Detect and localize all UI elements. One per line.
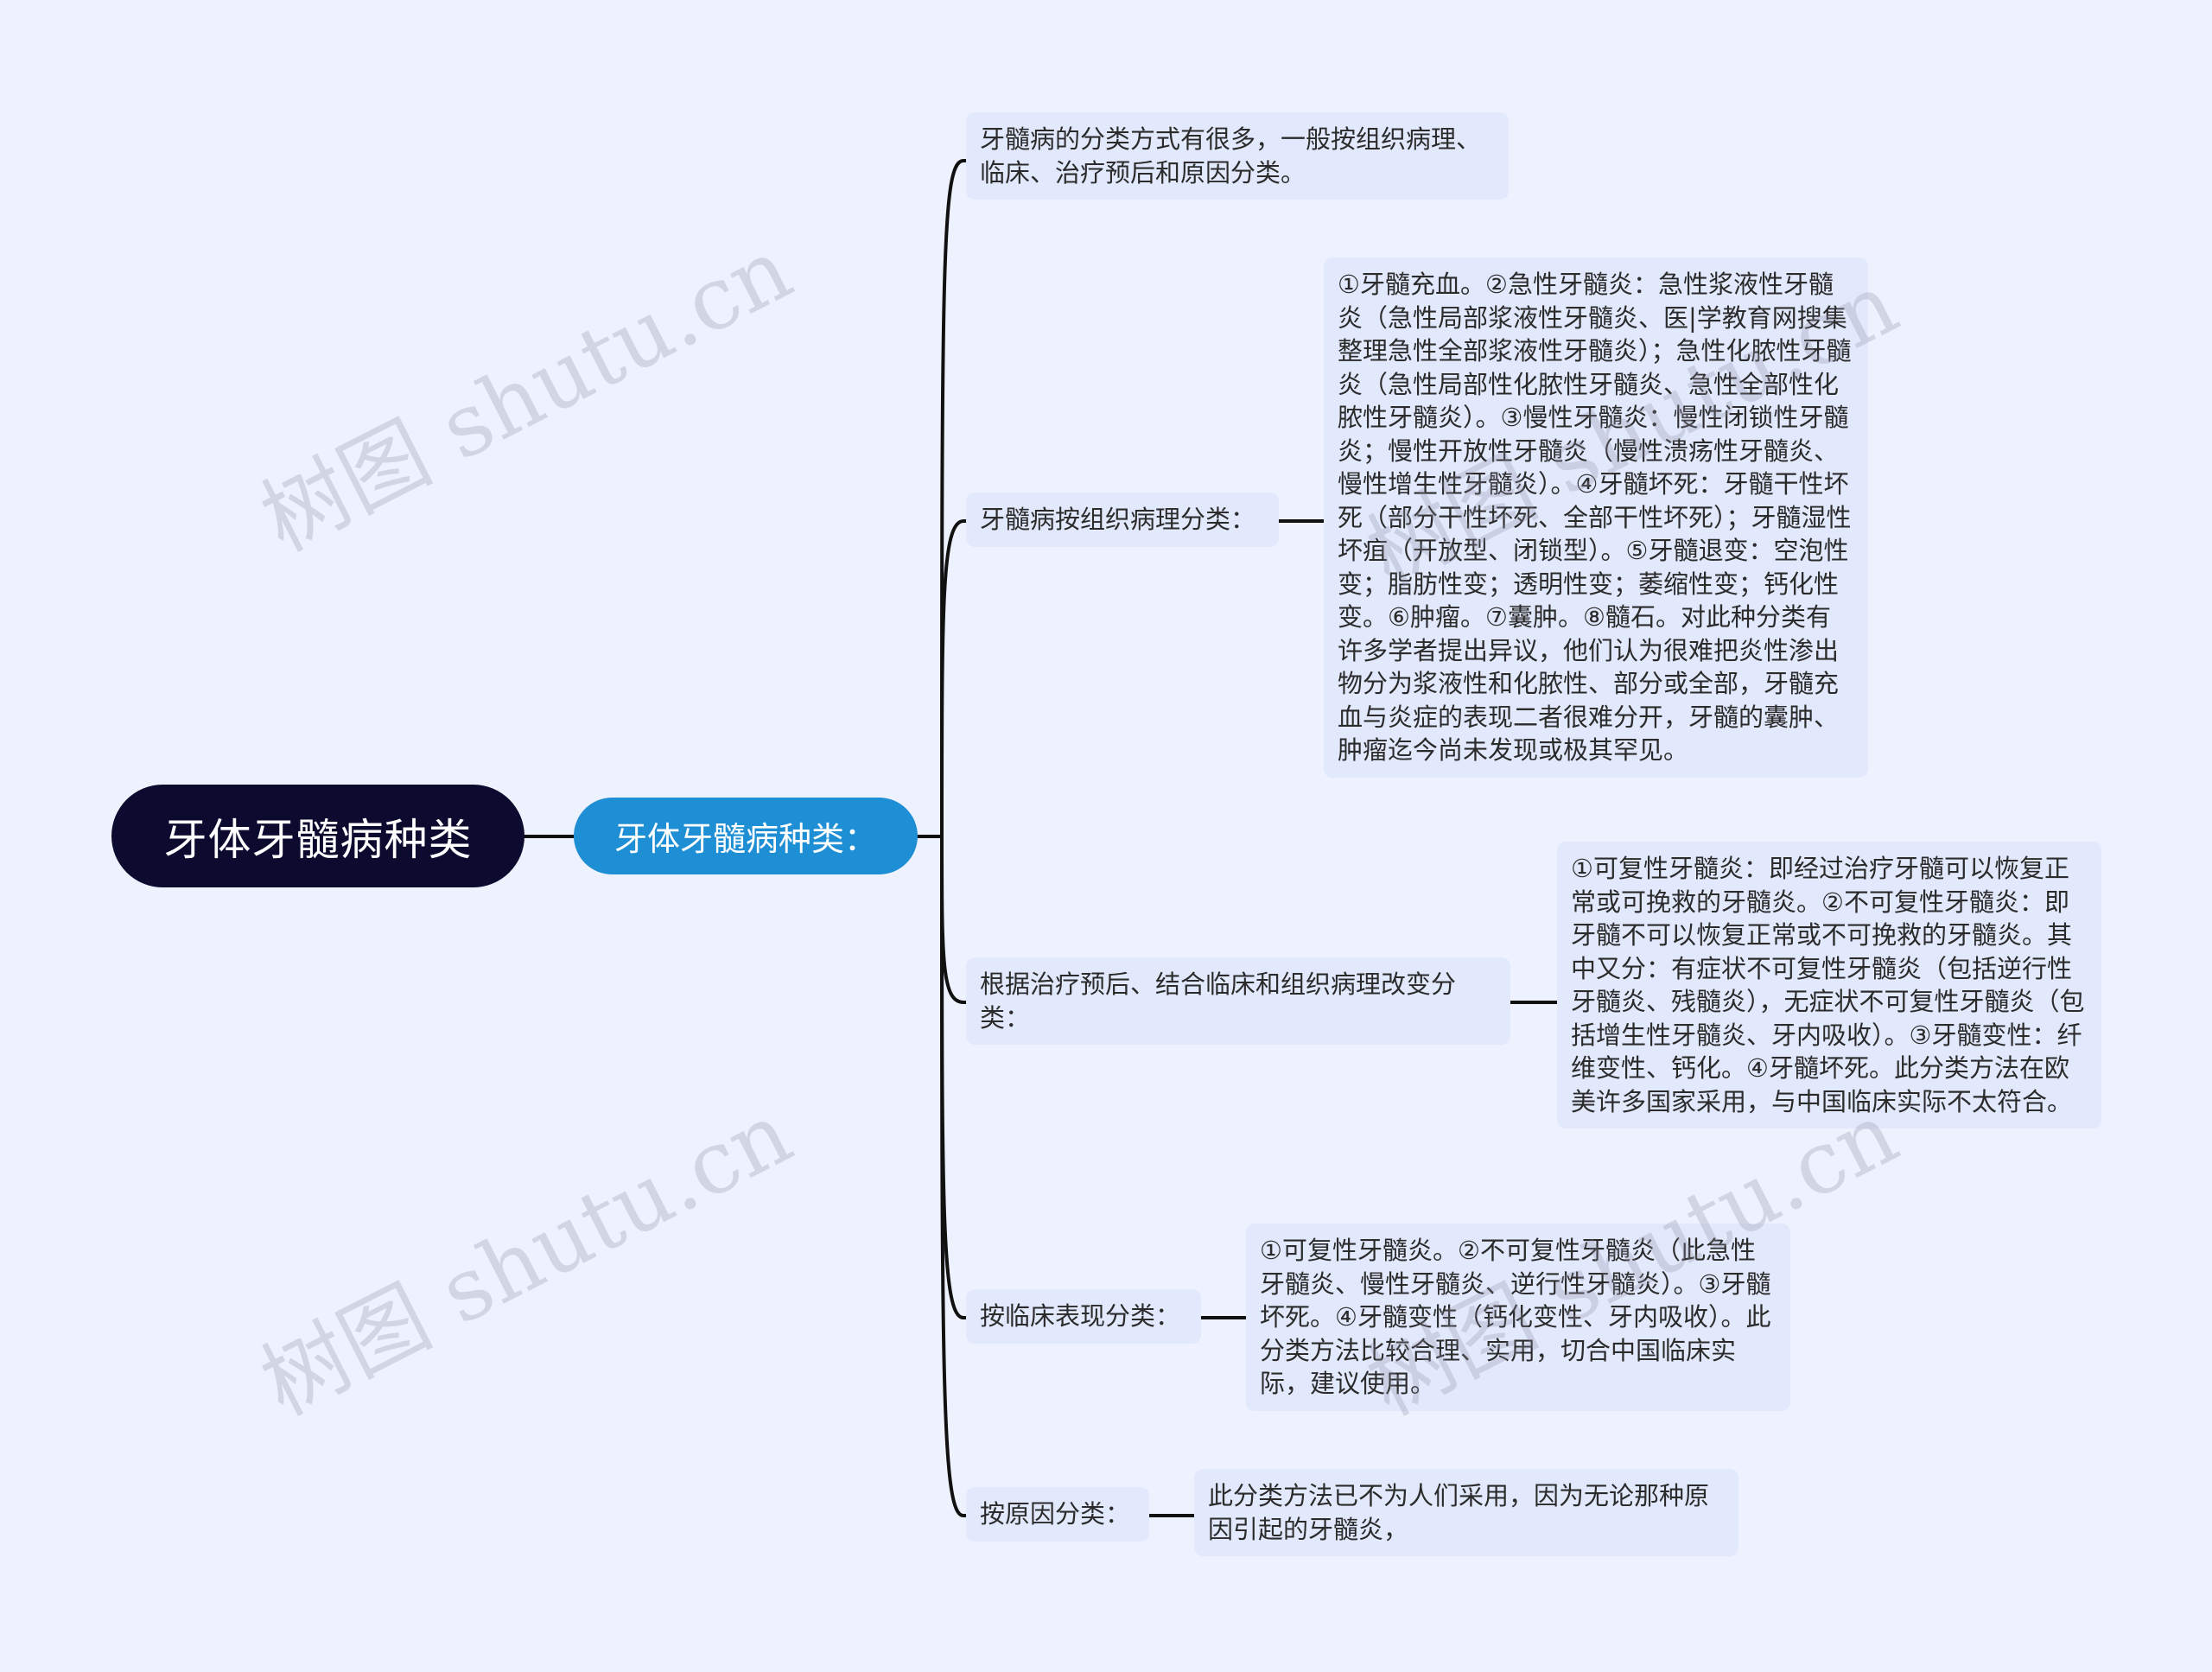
root-node[interactable]: 牙体牙髓病种类 <box>111 785 524 887</box>
link-branch-5 <box>940 835 968 1517</box>
link-branch-4 <box>940 835 968 1319</box>
branch-node-clinical[interactable]: 按临床表现分类： <box>966 1289 1201 1344</box>
detail-node-histopathology[interactable]: ①牙髓充血。②急性牙髓炎：急性浆液性牙髓炎（急性局部浆液性牙髓炎、医|学教育网搜… <box>1324 257 1868 778</box>
branch-node-cause[interactable]: 按原因分类： <box>966 1487 1149 1542</box>
branch-node-histopathology[interactable]: 牙髓病按组织病理分类： <box>966 493 1279 547</box>
main-topic-node[interactable]: 牙体牙髓病种类： <box>574 798 918 874</box>
branch-node-classification-intro[interactable]: 牙髓病的分类方式有很多，一般按组织病理、临床、治疗预后和原因分类。 <box>966 112 1509 200</box>
link-branch-1 <box>940 159 968 838</box>
link-branch-3 <box>940 835 968 1004</box>
detail-node-clinical[interactable]: ①可复性牙髓炎。②不可复性牙髓炎（此急性牙髓炎、慢性牙髓炎、逆行性牙髓炎）。③牙… <box>1246 1224 1790 1411</box>
branch-node-prognosis[interactable]: 根据治疗预后、结合临床和组织病理改变分类： <box>966 957 1510 1045</box>
link-branch-2 <box>940 519 968 838</box>
detail-node-prognosis[interactable]: ①可复性牙髓炎：即经过治疗牙髓可以恢复正常或可挽救的牙髓炎。②不可复性牙髓炎：即… <box>1557 842 2101 1128</box>
detail-node-cause[interactable]: 此分类方法已不为人们采用，因为无论那种原因引起的牙髓炎， <box>1194 1469 1738 1556</box>
